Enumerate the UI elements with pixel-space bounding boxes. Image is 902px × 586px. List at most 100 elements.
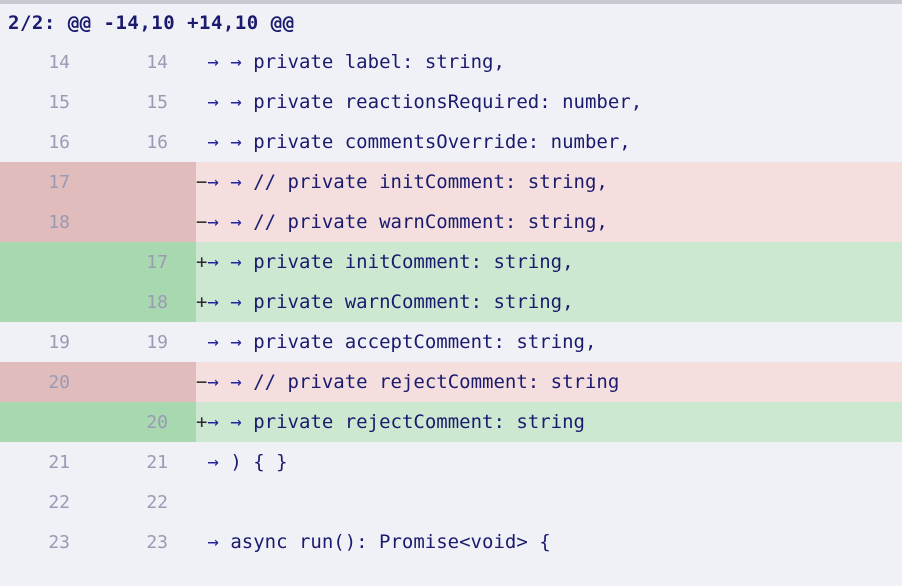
- tab-arrow-icon: →: [230, 411, 254, 433]
- diff-marker: +: [196, 291, 208, 313]
- old-line-number: 19: [48, 331, 70, 353]
- tab-arrow-icon: →: [207, 211, 231, 233]
- diff-code-line[interactable]: → → private acceptComment: string,: [196, 322, 902, 362]
- new-line-number: 20: [146, 411, 168, 433]
- diff-marker: +: [196, 411, 208, 433]
- new-line-number: 16: [146, 131, 168, 153]
- tab-arrow-icon: →: [207, 291, 231, 313]
- old-line-number: 14: [48, 51, 70, 73]
- old-line-number: 16: [48, 131, 70, 153]
- tab-arrow-icon: →: [207, 531, 231, 553]
- code-text: private warnComment: string,: [253, 291, 574, 313]
- code-text: private label: string,: [253, 51, 505, 73]
- tab-arrow-icon: →: [207, 91, 231, 113]
- diff-row-context[interactable]: 14 14 → → private label: string,: [0, 42, 902, 82]
- tab-arrow-icon: →: [207, 171, 231, 193]
- diff-code-line[interactable]: → ) { }: [196, 442, 902, 482]
- tab-arrow-icon: →: [230, 251, 254, 273]
- diff-row-context[interactable]: 22 22: [0, 482, 902, 522]
- hunk-header: 2/2: @@ -14,10 +14,10 @@: [0, 4, 902, 42]
- tab-arrow-icon: →: [230, 331, 254, 353]
- old-line-number: 18: [48, 211, 70, 233]
- diff-row-deleted[interactable]: 18 −→ → // private warnComment: string,: [0, 202, 902, 242]
- tab-arrow-icon: →: [207, 331, 231, 353]
- tab-arrow-icon: →: [207, 371, 231, 393]
- code-text: private rejectComment: string: [253, 411, 585, 433]
- new-line-number: 17: [146, 251, 168, 273]
- diff-row-deleted[interactable]: 20 −→ → // private rejectComment: string: [0, 362, 902, 402]
- code-text: async run(): Promise<void> {: [230, 531, 551, 553]
- diff-gutter: 22 22: [0, 482, 196, 522]
- diff-code-line[interactable]: +→ → private rejectComment: string: [196, 402, 902, 442]
- code-text: ) { }: [230, 451, 288, 473]
- diff-gutter: 17: [0, 162, 196, 202]
- diff-gutter: 23 23: [0, 522, 196, 562]
- diff-code-line[interactable]: → → private label: string,: [196, 42, 902, 82]
- diff-gutter: 14 14: [0, 42, 196, 82]
- diff-marker: [196, 331, 207, 353]
- tab-arrow-icon: →: [230, 131, 254, 153]
- tab-arrow-icon: →: [230, 211, 254, 233]
- top-scrollbar[interactable]: [0, 0, 902, 4]
- diff-code-line[interactable]: −→ → // private initComment: string,: [196, 162, 902, 202]
- tab-arrow-icon: →: [230, 51, 254, 73]
- tab-arrow-icon: →: [207, 51, 231, 73]
- diff-row-added[interactable]: 18+→ → private warnComment: string,: [0, 282, 902, 322]
- old-line-number: 17: [48, 171, 70, 193]
- new-line-number: 14: [146, 51, 168, 73]
- diff-gutter: 17: [0, 242, 196, 282]
- new-line-number: 18: [146, 291, 168, 313]
- diff-row-deleted[interactable]: 17 −→ → // private initComment: string,: [0, 162, 902, 202]
- diff-marker: [196, 491, 207, 513]
- diff-gutter: 20: [0, 402, 196, 442]
- new-line-number: 23: [146, 531, 168, 553]
- diff-row-added[interactable]: 20+→ → private rejectComment: string: [0, 402, 902, 442]
- diff-code-line[interactable]: → → private reactionsRequired: number,: [196, 82, 902, 122]
- new-line-number: 21: [146, 451, 168, 473]
- code-text: private initComment: string,: [253, 251, 574, 273]
- diff-code-line[interactable]: [196, 482, 902, 522]
- diff-marker: [196, 131, 207, 153]
- diff-row-context[interactable]: 23 23 → async run(): Promise<void> {: [0, 522, 902, 562]
- diff-code-line[interactable]: −→ → // private rejectComment: string: [196, 362, 902, 402]
- diff-code-line[interactable]: −→ → // private warnComment: string,: [196, 202, 902, 242]
- diff-marker: [196, 51, 207, 73]
- code-text: // private warnComment: string,: [253, 211, 608, 233]
- diff-code-line[interactable]: → → private commentsOverride: number,: [196, 122, 902, 162]
- diff-marker: [196, 451, 207, 473]
- diff-row-context[interactable]: 16 16 → → private commentsOverride: numbe…: [0, 122, 902, 162]
- old-line-number: 23: [48, 531, 70, 553]
- diff-marker: −: [196, 171, 208, 193]
- diff-marker: −: [196, 211, 208, 233]
- code-text: // private initComment: string,: [253, 171, 608, 193]
- tab-arrow-icon: →: [230, 291, 254, 313]
- diff-code-line[interactable]: +→ → private initComment: string,: [196, 242, 902, 282]
- diff-code-line[interactable]: → async run(): Promise<void> {: [196, 522, 902, 562]
- tab-arrow-icon: →: [207, 251, 231, 273]
- tab-arrow-icon: →: [207, 411, 231, 433]
- diff-gutter: 18: [0, 282, 196, 322]
- new-line-number: 19: [146, 331, 168, 353]
- diff-marker: [196, 91, 207, 113]
- tab-arrow-icon: →: [207, 451, 231, 473]
- old-line-number: 22: [48, 491, 70, 513]
- old-line-number: 20: [48, 371, 70, 393]
- tab-arrow-icon: →: [230, 91, 254, 113]
- tab-arrow-icon: →: [230, 371, 254, 393]
- code-text: private reactionsRequired: number,: [253, 91, 643, 113]
- new-line-number: 22: [146, 491, 168, 513]
- diff-marker: −: [196, 371, 208, 393]
- tab-arrow-icon: →: [230, 171, 254, 193]
- diff-gutter: 18: [0, 202, 196, 242]
- new-line-number: 15: [146, 91, 168, 113]
- diff-row-added[interactable]: 17 +→ → private initComment: string,: [0, 242, 902, 282]
- diff-code-line[interactable]: +→ → private warnComment: string,: [196, 282, 902, 322]
- old-line-number: 15: [48, 91, 70, 113]
